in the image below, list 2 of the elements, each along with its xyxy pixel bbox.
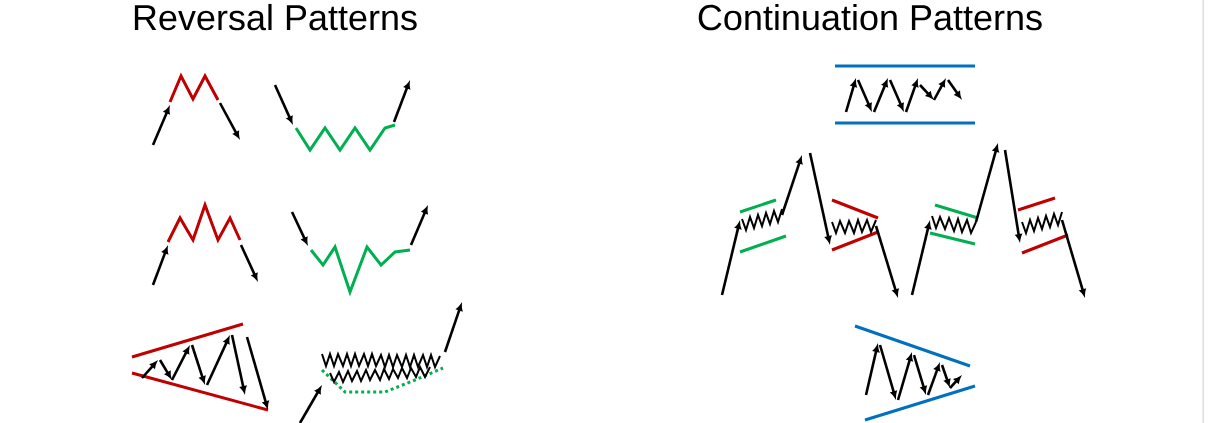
heading: Continuation Patterns (698, 3, 1042, 31)
heading: Reversal Patterns (134, 3, 417, 31)
